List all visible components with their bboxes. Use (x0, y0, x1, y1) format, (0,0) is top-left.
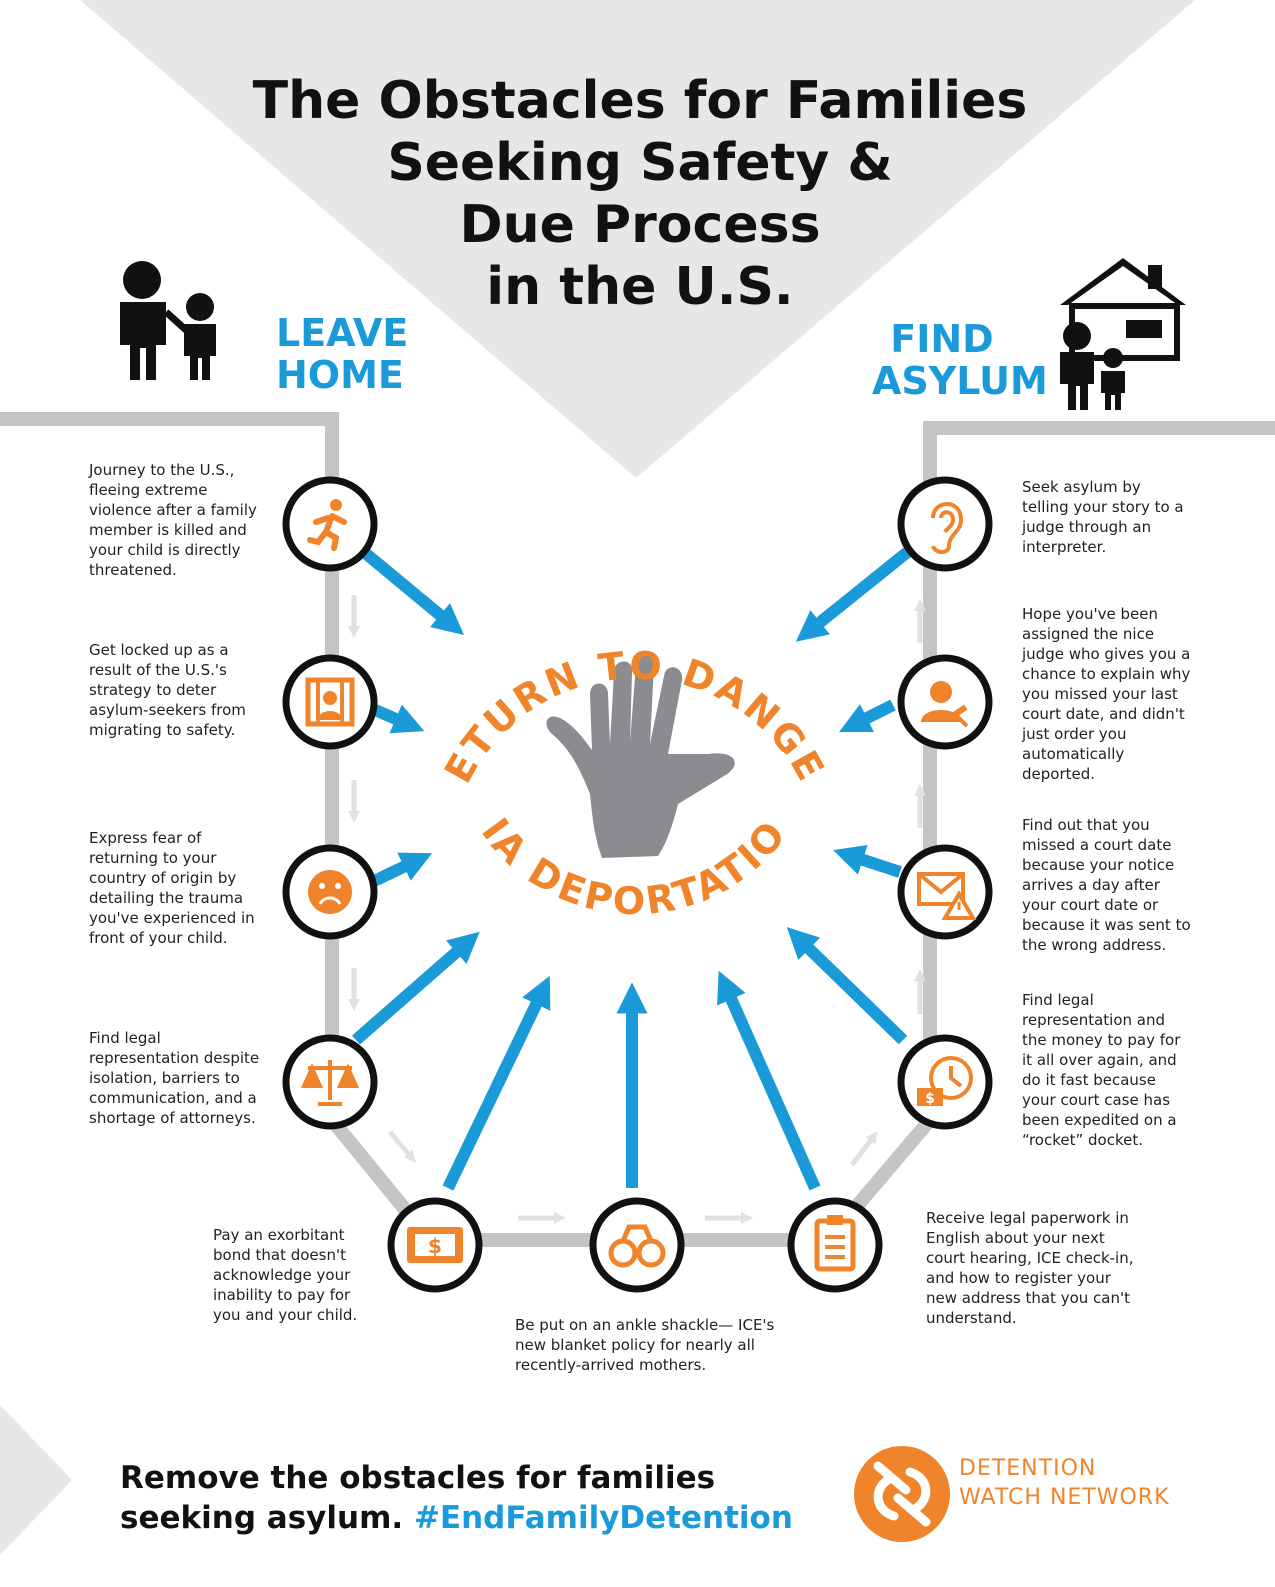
sad-face-icon (308, 870, 352, 914)
step-circles (282, 476, 993, 1293)
backdrop-triangle (80, 0, 1195, 478)
step-caption-legal-representation-again: Find legal representation and the money … (1022, 991, 1181, 1149)
svg-text:$: $ (428, 1234, 442, 1258)
step-caption-locked-up: Get locked up as a result of the U.S.'s … (89, 641, 246, 739)
ear-icon (931, 502, 964, 554)
danger-arrows (348, 537, 914, 1191)
hashtag-link[interactable]: #EndFamilyDetention (413, 1500, 793, 1536)
stop-hand-icon (546, 653, 735, 858)
running-person-icon (307, 499, 347, 551)
title-line: in the U.S. (486, 257, 794, 317)
step-caption-legal-representation: Find legal representation despite isolat… (89, 1029, 260, 1127)
clipboard-icon (814, 1215, 856, 1272)
money-bill-icon: $ (407, 1227, 463, 1263)
cta-line-2: seeking asylum. #EndFamilyDetention (120, 1498, 793, 1538)
clock-money-icon: $ (917, 1056, 973, 1107)
step-caption-ankle-shackle: Be put on an ankle shackle— ICE's new bl… (515, 1316, 775, 1374)
step-caption-seek-asylum: Seek asylum by telling your story to a j… (1022, 478, 1184, 556)
find-asylum-line: FIND (890, 317, 994, 361)
cta-line-1: Remove the obstacles for families (120, 1460, 716, 1496)
scales-icon (300, 1060, 360, 1106)
step-caption-nice-judge: Hope you've been assigned the nice judge… (1022, 605, 1191, 783)
title-line: Due Process (459, 195, 821, 255)
org-name-line: DETENTION (959, 1456, 1097, 1481)
corner-triangle (0, 1405, 72, 1555)
step-caption-bond: Pay an exorbitant bond that doesn't ackn… (213, 1226, 358, 1324)
dwn-logo-icon (854, 1446, 950, 1542)
judge-icon (921, 681, 969, 728)
title-line: Seeking Safety & (387, 133, 893, 193)
step-caption-journey: Journey to the U.S., fleeing extreme vio… (89, 461, 257, 579)
cta-line-2-text: seeking asylum. (120, 1500, 404, 1536)
org-name-line: WATCH NETWORK (959, 1485, 1170, 1510)
envelope-warning-icon (917, 872, 977, 920)
leave-home-line: HOME (276, 353, 404, 397)
house-family-icon (1060, 258, 1186, 410)
svg-text:$: $ (925, 1091, 935, 1107)
step-caption-express-fear: Express fear of returning to your countr… (89, 829, 255, 947)
find-asylum-label: FIND ASYLUM (872, 317, 1048, 403)
leave-home-label: LEAVE HOME (276, 311, 409, 397)
parent-child-icon (120, 261, 216, 380)
step-caption-missed-court-date: Find out that you missed a court date be… (1022, 816, 1191, 954)
page-title: The Obstacles for Families Seeking Safet… (220, 70, 1060, 318)
handcuffs-icon (608, 1224, 666, 1268)
flow-arrows (347, 595, 927, 1225)
title-line: The Obstacles for Families (252, 71, 1028, 131)
organization-name: DETENTION WATCH NETWORK (959, 1454, 1170, 1512)
jail-cell-icon (305, 677, 355, 727)
call-to-action: Remove the obstacles for families seekin… (120, 1458, 793, 1538)
leave-home-line: LEAVE (276, 311, 409, 355)
step-caption-paperwork: Receive legal paperwork in English about… (926, 1209, 1134, 1327)
find-asylum-line: ASYLUM (872, 359, 1048, 403)
